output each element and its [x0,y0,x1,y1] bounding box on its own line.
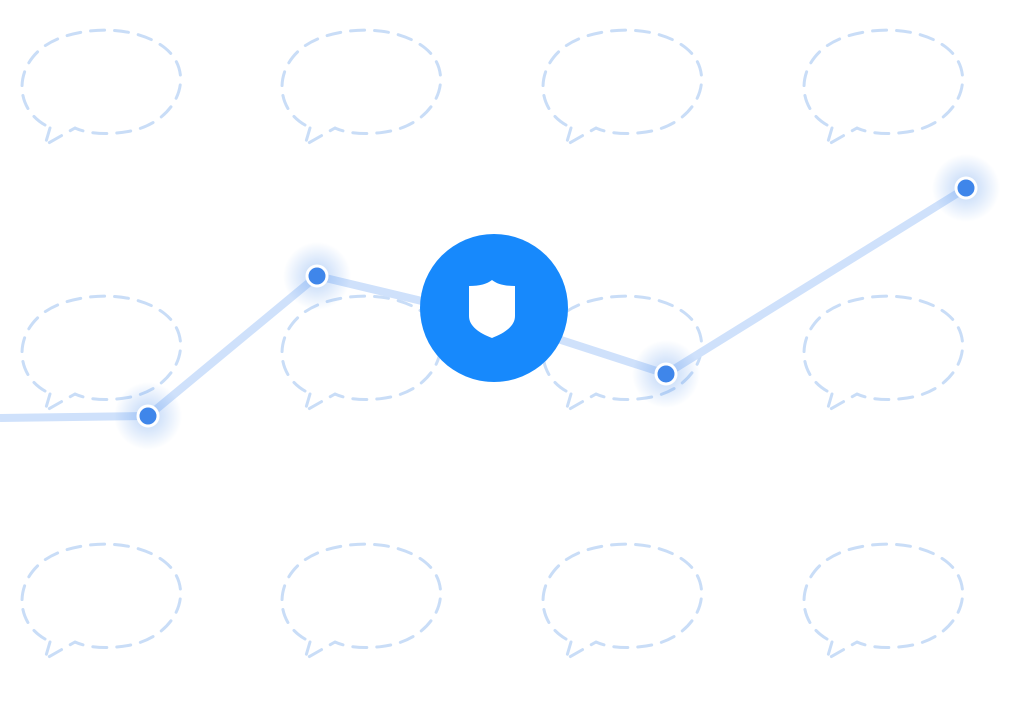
speech-bubble-icon [541,542,704,661]
speech-bubble-icon [802,28,965,147]
trend-point [283,242,351,310]
trend-points [114,154,1000,450]
speech-bubble-icon [802,294,965,413]
shield-badge [420,234,568,382]
speech-bubble-icon [280,294,443,413]
trend-point [632,340,700,408]
trend-point [114,382,182,450]
trend-point [932,154,1000,222]
speech-bubble-icon [20,542,183,661]
speech-bubble-icon [280,28,443,147]
speech-bubble-icon [20,28,183,147]
speech-bubble-icon [280,542,443,661]
speech-bubble-icon [802,542,965,661]
speech-bubble-icon [541,28,704,147]
shield-icon [469,280,515,338]
